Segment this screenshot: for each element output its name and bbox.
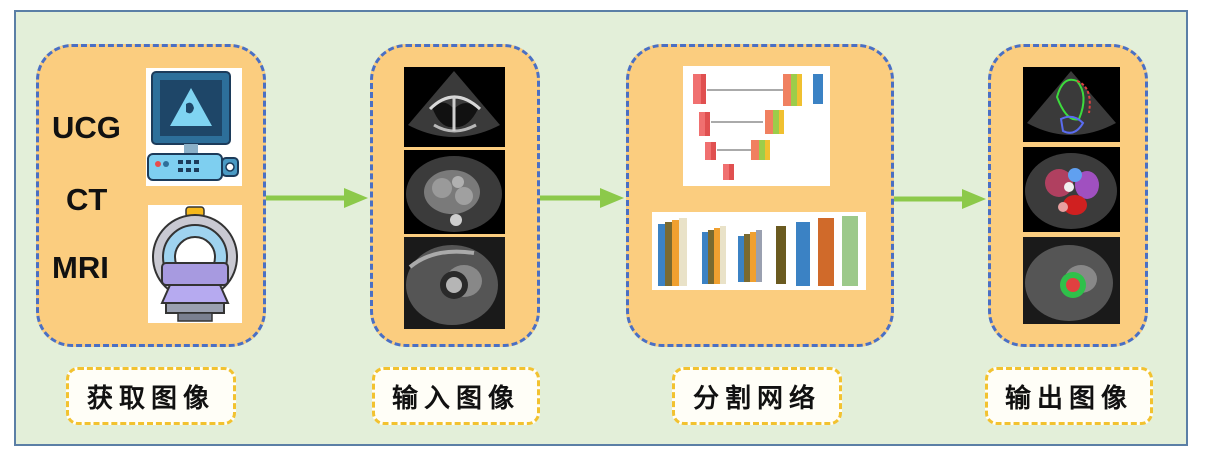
mri-image: [404, 237, 505, 329]
label-network: 分割网络: [672, 367, 842, 425]
ucg-segmented-image: [1023, 67, 1120, 142]
ultrasound-machine-icon: [146, 68, 242, 186]
arrow-2: [540, 188, 624, 208]
mri-segmented-image: [1023, 237, 1120, 324]
ct-image: [404, 150, 505, 234]
ucg-image: [404, 67, 505, 147]
cnn-layers-icon: [652, 212, 866, 290]
unet-architecture-icon: [683, 66, 830, 186]
label-input: 输入图像: [372, 367, 540, 425]
arrow-3: [894, 189, 986, 209]
label-output: 输出图像: [985, 367, 1153, 425]
mri-scanner-icon: [148, 205, 242, 323]
label-acquire: 获取图像: [66, 367, 236, 425]
modality-ucg: UCG: [52, 110, 121, 145]
modality-ct: CT: [66, 182, 108, 217]
ct-segmented-image: [1023, 147, 1120, 232]
arrow-1: [266, 188, 368, 208]
modality-mri: MRI: [52, 250, 109, 285]
